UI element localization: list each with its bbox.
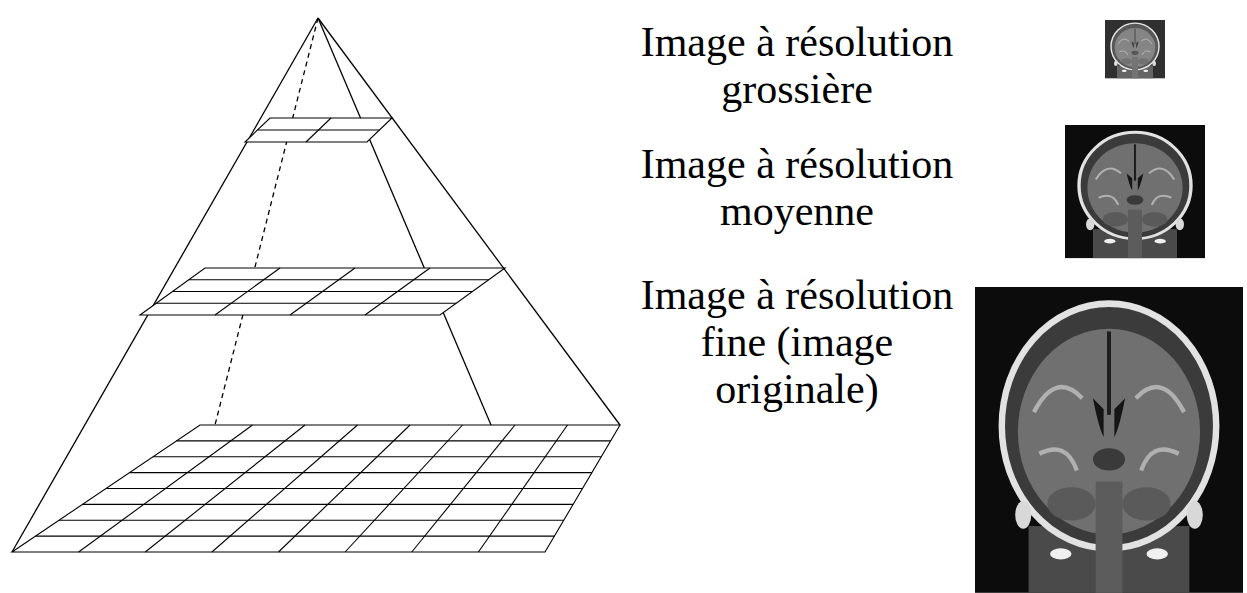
fine-grid bbox=[12, 425, 620, 552]
medium-grid bbox=[140, 268, 505, 315]
brain-fine-image bbox=[975, 287, 1243, 593]
label-slot: Image à résolution fine (image originale… bbox=[627, 272, 967, 413]
level-label: Image à résolution moyenne bbox=[627, 141, 967, 235]
brain-medium-image bbox=[1065, 125, 1205, 258]
level-label: Image à résolution fine (image originale… bbox=[627, 272, 967, 413]
brain-coarse-image bbox=[1105, 20, 1165, 78]
coarse-grid bbox=[245, 118, 392, 142]
label-slot: Image à résolution moyenne bbox=[627, 141, 967, 235]
pyramid-edges bbox=[12, 18, 620, 552]
label-slot: Image à résolution grossière bbox=[627, 19, 967, 113]
level-label: Image à résolution grossière bbox=[627, 19, 967, 113]
